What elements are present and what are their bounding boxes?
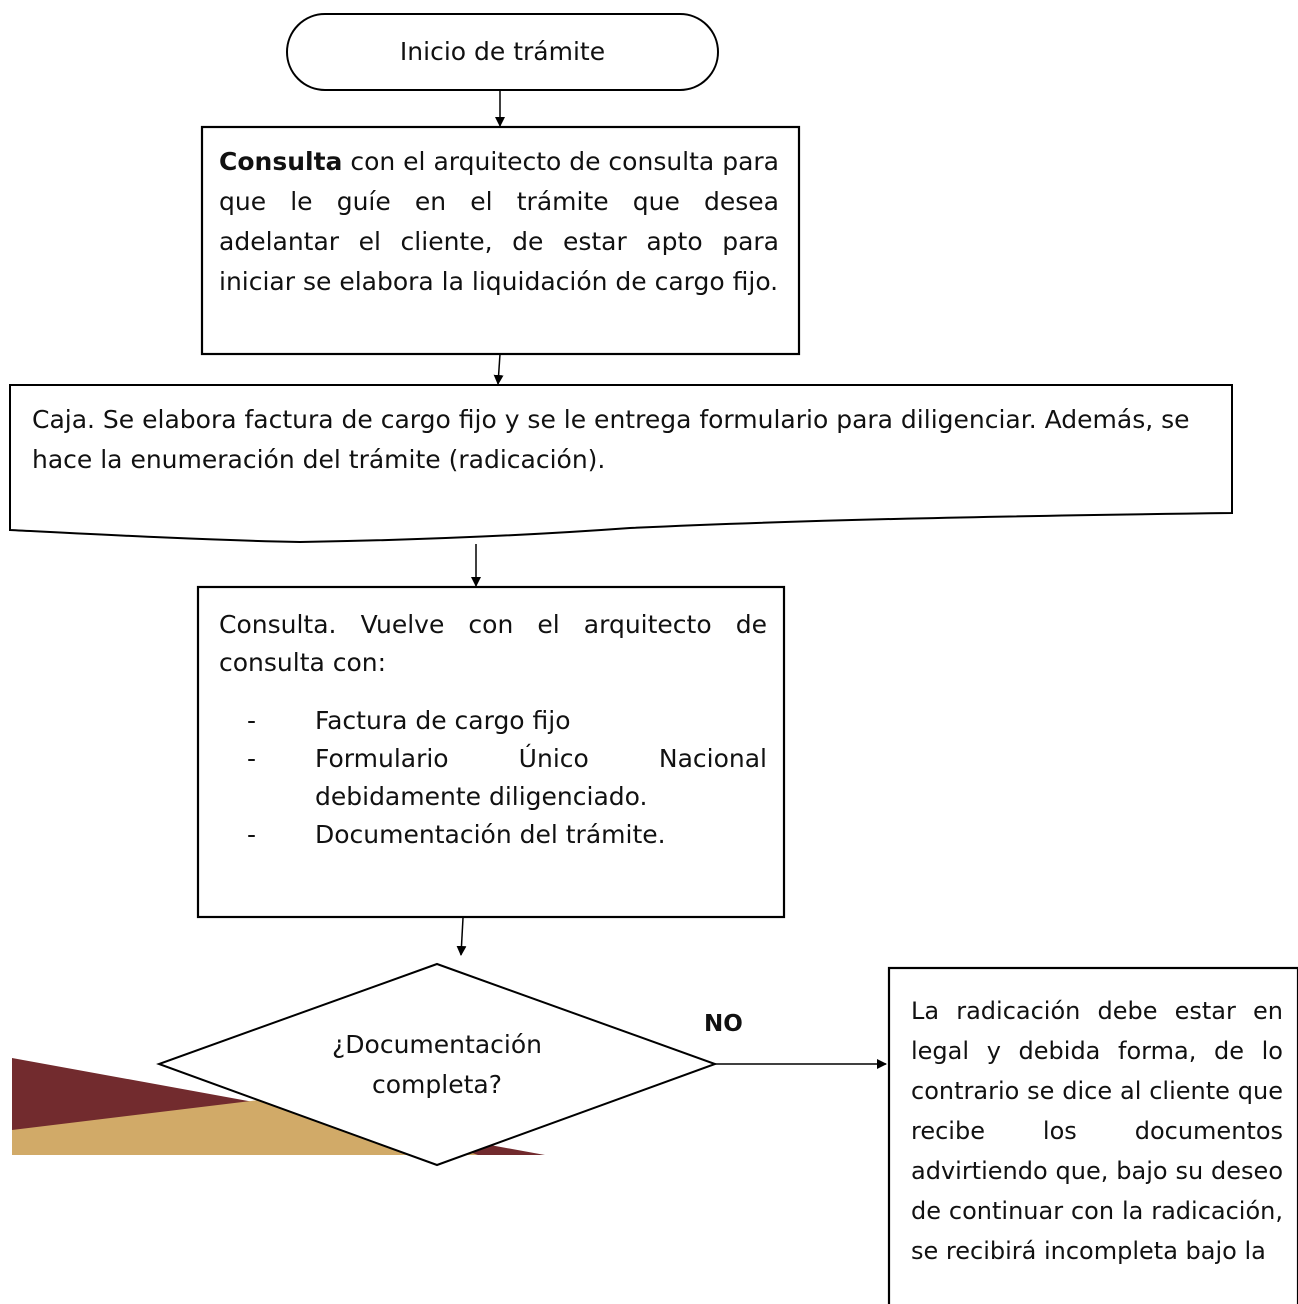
consulta-body: con el arquitecto de consulta para que l… [219, 147, 779, 296]
bullet-dash: - [247, 706, 257, 735]
start-label: Inicio de trámite [399, 37, 606, 66]
tan-wedge [12, 1095, 478, 1155]
checklist-item-text: Factura de cargo fijo [315, 706, 571, 735]
decision-line-2: completa? [372, 1070, 502, 1099]
caja-body: Caja. Se elabora factura de cargo fijo y… [32, 405, 1190, 474]
revision-box [196, 585, 786, 919]
checklist-item-text: Formulario Único Nacional [315, 744, 767, 773]
revision-text: Consulta. Vuelve con el arquitecto de co… [219, 606, 767, 854]
document-checklist: - Factura de cargo fijo - Formulario Úni… [219, 702, 767, 854]
decision-text: ¿Documentación completa? [287, 1025, 587, 1105]
start-terminator-shape [286, 13, 719, 91]
checklist-item-text-cont: debidamente diligenciado. [315, 782, 648, 811]
revision-intro: Consulta. Vuelve con el arquitecto de co… [219, 610, 767, 677]
caja-document-shape [9, 384, 1233, 544]
decision-diamond [156, 962, 718, 1167]
connector-revision-to-decision [456, 917, 467, 956]
connector-consulta-to-caja [493, 353, 504, 385]
bullet-dash: - [247, 820, 257, 849]
consulta-bold-keyword: Consulta [219, 147, 343, 176]
checklist-item: - Formulario Único Nacional debidamente … [219, 740, 767, 816]
checklist-item-text: Documentación del trámite. [315, 820, 666, 849]
consulta-text: Consulta con el arquitecto de consulta p… [219, 142, 779, 302]
side-note-text: La radicación debe estar en legal y debi… [911, 991, 1283, 1271]
decision-no-label: NO [704, 1011, 743, 1037]
caja-text: Caja. Se elabora factura de cargo fijo y… [32, 400, 1227, 480]
decision-line-1: ¿Documentación [332, 1030, 542, 1059]
consulta-box [200, 125, 801, 356]
side-note-body: La radicación debe estar en legal y debi… [911, 997, 1283, 1265]
start-terminator: Inicio de trámite [290, 33, 715, 71]
checklist-item: - Factura de cargo fijo [219, 702, 767, 740]
bullet-dash: - [247, 744, 257, 773]
checklist-item: - Documentación del trámite. [219, 816, 767, 854]
side-note-box [887, 966, 1298, 1304]
